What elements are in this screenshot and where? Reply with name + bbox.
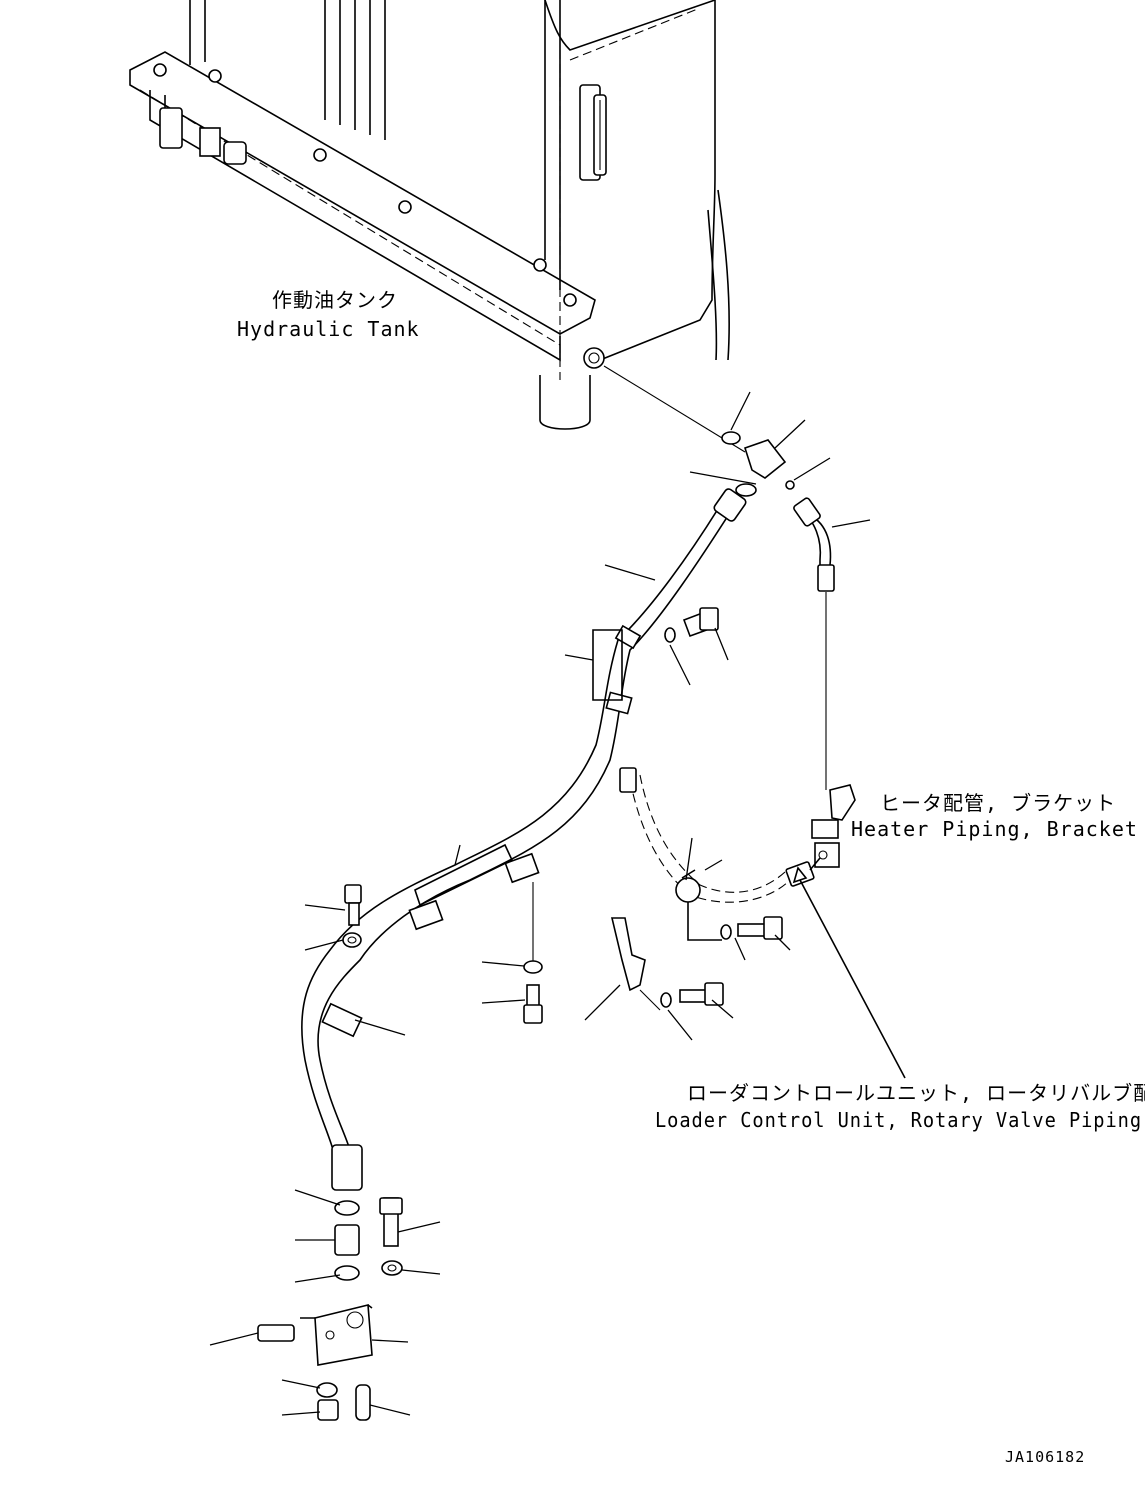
hose-end-fitting <box>331 1144 363 1191</box>
left-bolts <box>304 884 362 951</box>
drawing-number: JA106182 <box>1005 1448 1085 1466</box>
hydraulic-tank-label-en: Hydraulic Tank <box>237 317 420 341</box>
o-ring <box>721 431 741 445</box>
elbow-fitting <box>744 439 787 479</box>
valve-assembly <box>209 1189 441 1421</box>
rail-bolts <box>153 63 577 307</box>
hydraulic-tank-label-jp: 作動油タンク <box>272 288 398 312</box>
small-bracket <box>584 917 734 1041</box>
main-hose-leaders <box>354 564 656 1036</box>
heater-piping-label-jp: ヒータ配管, ブラケット <box>880 791 1116 815</box>
center-bolts <box>481 882 543 1024</box>
sight-gauge <box>579 84 607 181</box>
o-ring <box>735 483 757 497</box>
heater-bracket <box>811 784 856 868</box>
main-hose <box>301 488 747 1191</box>
clamp-bolt-top <box>664 607 729 686</box>
tank-fittings <box>159 107 247 165</box>
loader-valve-piping <box>619 767 906 1079</box>
heater-pipe <box>793 497 871 790</box>
loader-control-label-en: Loader Control Unit, Rotary Valve Piping <box>655 1108 1142 1132</box>
elbow-fitting-group <box>689 391 831 497</box>
hydraulic-tank <box>129 0 730 430</box>
loader-clamp <box>675 837 791 961</box>
loader-control-label-jp: ローダコントロールユニット, ロータリバルブ配管 <box>687 1081 1145 1105</box>
heater-piping-label-en: Heater Piping, Bracket <box>851 817 1138 841</box>
